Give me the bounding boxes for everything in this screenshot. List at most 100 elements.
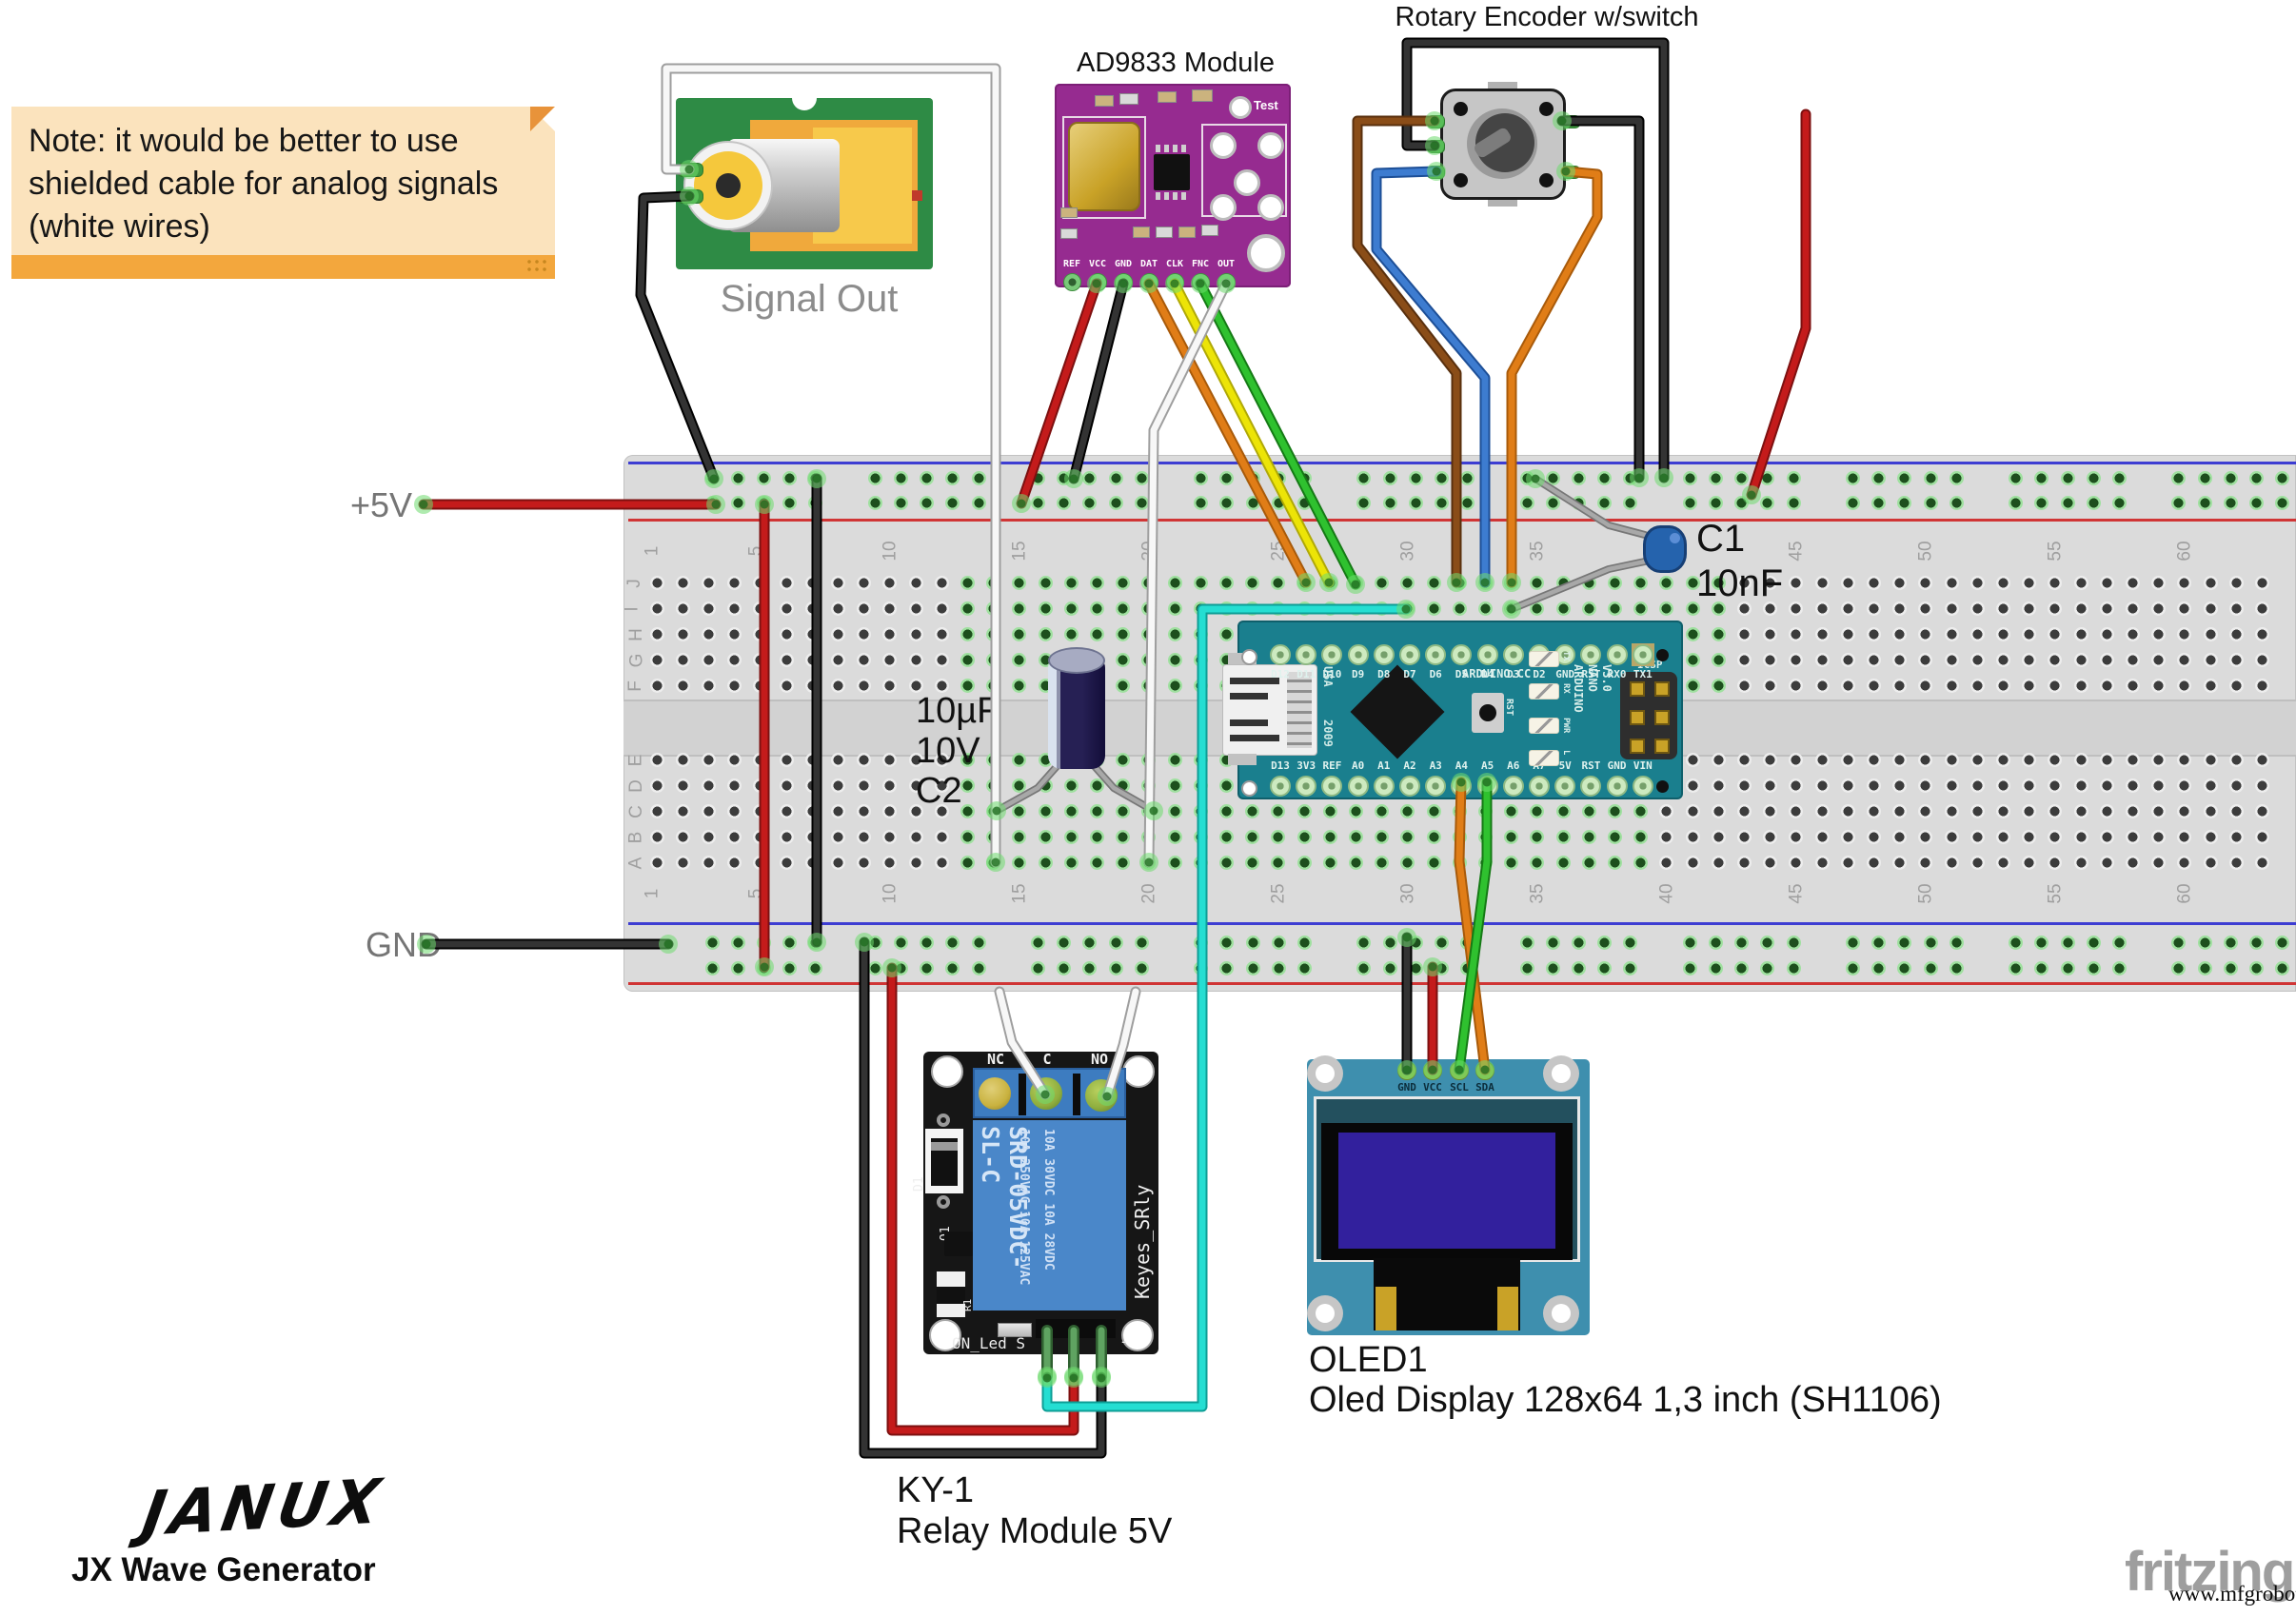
- breadboard-hole: [934, 652, 949, 667]
- breadboard-hole: [649, 575, 664, 590]
- breadboard-hole: [1167, 575, 1182, 590]
- breadboard-hole: [1763, 829, 1778, 844]
- breadboard-hole: [1918, 829, 1933, 844]
- nano-pin-label: D2: [1533, 668, 1546, 680]
- breadboard-column-number: 25: [1268, 541, 1289, 562]
- breadboard-hole: [1271, 829, 1286, 844]
- breadboard-hole: [804, 778, 820, 793]
- relay-transistor-q1: [944, 1232, 973, 1256]
- nano-pin-gnd: [1606, 776, 1628, 797]
- breadboard-hole: [1218, 803, 1234, 818]
- breadboard-hole: [1271, 803, 1286, 818]
- breadboard-hole: [2171, 470, 2187, 485]
- breadboard-hole: [1763, 803, 1778, 818]
- breadboard-hole: [830, 575, 845, 590]
- breadboard-hole: [1659, 803, 1674, 818]
- breadboard-column-number: 1: [642, 545, 663, 557]
- breadboard-hole: [1504, 855, 1519, 870]
- breadboard-hole: [2125, 678, 2140, 693]
- encoder-pin: [1427, 166, 1445, 179]
- breadboard-hole: [2228, 652, 2244, 667]
- breadboard-hole: [1944, 575, 1959, 590]
- wire-plus5v-right-red[interactable]: [1746, 108, 1811, 501]
- breadboard-hole: [2111, 470, 2127, 485]
- breadboard-hole: [2177, 778, 2192, 793]
- breadboard-hole: [830, 601, 845, 616]
- breadboard-hole: [1711, 752, 1726, 767]
- breadboard-hole: [1141, 575, 1157, 590]
- breadboard-hole: [2151, 778, 2167, 793]
- breadboard-hole: [1012, 626, 1027, 641]
- breadboard-hole: [2086, 470, 2101, 485]
- breadboard-hole: [1633, 601, 1649, 616]
- breadboard-hole: [960, 778, 975, 793]
- breadboard-hole: [1519, 960, 1534, 976]
- breadboard-hole: [1685, 652, 1700, 667]
- sticky-note[interactable]: [11, 107, 555, 279]
- capacitor-c1[interactable]: [1643, 525, 1687, 573]
- relay-terminal-label-no: NO: [1090, 1051, 1109, 1068]
- ad9833-pin-fnc: [1191, 273, 1210, 291]
- breadboard-hole: [1786, 495, 1801, 510]
- breadboard-hole: [1711, 855, 1726, 870]
- relay-screw-c[interactable]: [1030, 1077, 1062, 1110]
- breadboard-hole: [804, 803, 820, 818]
- breadboard-hole: [2073, 575, 2088, 590]
- breadboard-hole: [2254, 855, 2269, 870]
- breadboard-hole: [1845, 495, 1860, 510]
- breadboard-hole: [1218, 575, 1234, 590]
- wire-ad9833-gnd-black[interactable]: [1068, 278, 1129, 484]
- breadboard-hole: [2009, 470, 2024, 485]
- ad9833-pin-label: DAT: [1139, 259, 1158, 269]
- breadboard-hole: [1296, 829, 1312, 844]
- relay-screw-nc[interactable]: [979, 1077, 1011, 1110]
- breadboard-hole: [2048, 652, 2063, 667]
- breadboard-hole: [701, 626, 716, 641]
- breadboard-hole: [2228, 803, 2244, 818]
- breadboard-hole: [830, 778, 845, 793]
- breadboard-hole: [971, 935, 986, 950]
- breadboard-hole: [1434, 960, 1449, 976]
- sticky-note-fold-icon: [530, 107, 555, 131]
- note-text: Note: it would be better to use shielded…: [29, 123, 499, 245]
- breadboard-hole: [675, 855, 690, 870]
- connection-glow: [1097, 1373, 1106, 1383]
- ad9833-passive: [1178, 227, 1196, 238]
- breadboard-hole: [2111, 495, 2127, 510]
- wire-ad9833-gnd-black[interactable]: [1070, 280, 1127, 483]
- breadboard-hole: [2022, 601, 2037, 616]
- breadboard-hole: [2197, 935, 2212, 950]
- breadboard-hole: [830, 855, 845, 870]
- breadboard-hole: [1356, 960, 1372, 976]
- breadboard-hole: [704, 935, 720, 950]
- breadboard-row-letter: D: [625, 779, 646, 793]
- breadboard-hole: [1382, 470, 1397, 485]
- connection-glow: [1069, 1371, 1079, 1381]
- breadboard-hole: [1949, 470, 1964, 485]
- breadboard-hole: [1708, 470, 1723, 485]
- signal-out-notch: [792, 86, 817, 110]
- breadboard-hole: [779, 601, 794, 616]
- ad9833-passive: [1119, 93, 1138, 105]
- breadboard-hole: [1685, 575, 1700, 590]
- breadboard-hole: [2034, 495, 2049, 510]
- icsp-pad: [1654, 681, 1670, 697]
- note-drag-handle-icon[interactable]: [525, 258, 550, 275]
- encoder-corner-dot: [1539, 173, 1554, 187]
- relay-screw-no[interactable]: [1085, 1079, 1118, 1112]
- wire-plus5v-right-red[interactable]: [1748, 110, 1810, 499]
- breadboard-hole: [1581, 803, 1596, 818]
- nano-pin-label: GND: [1555, 668, 1575, 680]
- breadboard-hole: [727, 678, 742, 693]
- janux-logo: JANUX: [137, 1467, 389, 1550]
- breadboard-hole: [1597, 935, 1613, 950]
- breadboard-hole: [1356, 470, 1372, 485]
- breadboard-hole: [908, 829, 923, 844]
- breadboard-hole: [2151, 626, 2167, 641]
- ad9833-pin-out: [1217, 273, 1236, 291]
- breadboard-hole: [1322, 829, 1337, 844]
- breadboard-hole: [730, 960, 745, 976]
- oled-mount-hole: [1307, 1295, 1343, 1331]
- breadboard-hole: [675, 575, 690, 590]
- ad9833-pin-ref: [1062, 273, 1081, 291]
